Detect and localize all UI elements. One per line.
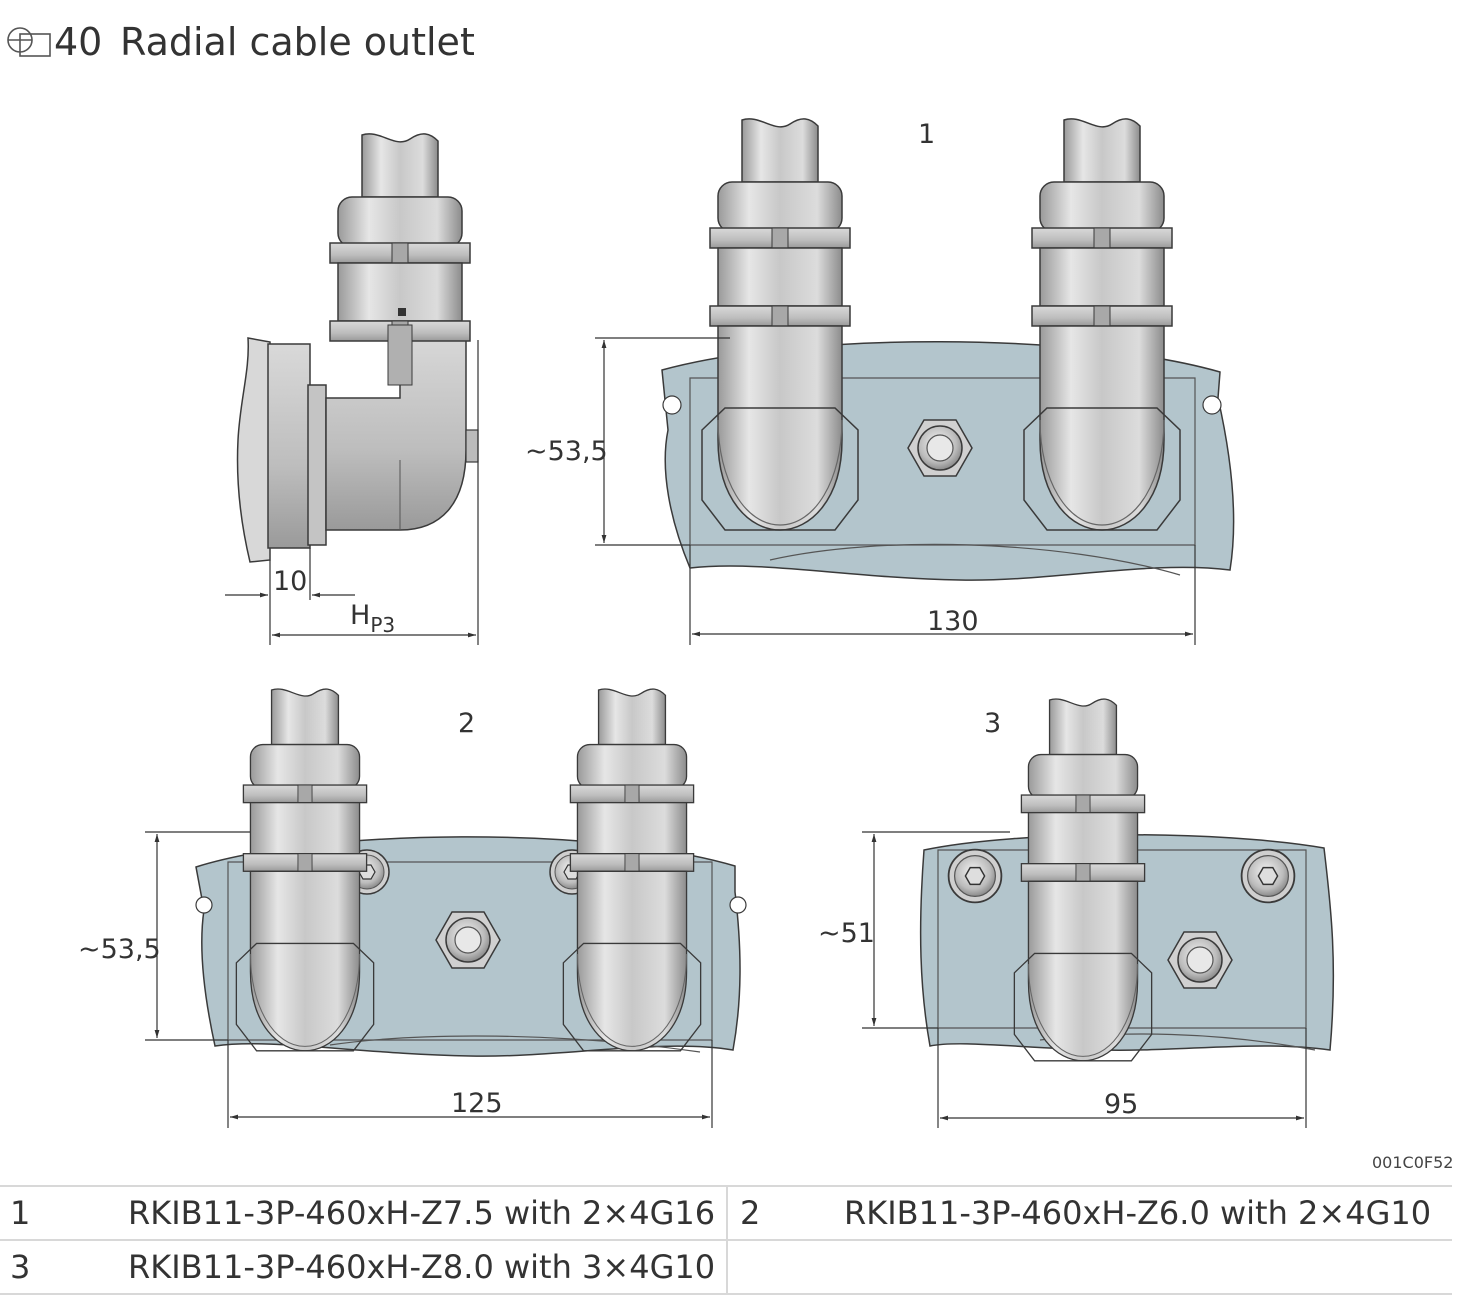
legend-number: 3 [10,1248,31,1286]
view3-width-label: 95 [1104,1089,1138,1120]
view1-height-label: ~53,5 [525,436,608,467]
legend-description: RKIB11-3P-460xH-Z7.5 with 2×4G16 [128,1194,716,1232]
callout-3: 3 [984,708,1001,739]
view1-width-label: 130 [927,606,979,637]
legend-number: 2 [726,1186,844,1240]
legend-description [844,1240,1452,1294]
legend-description: RKIB11-3P-460xH-Z6.0 with 2×4G10 [844,1194,1432,1232]
header-number: 40 [54,20,102,64]
callout-2: 2 [458,708,475,739]
legend-description: RKIB11-3P-460xH-Z8.0 with 3×4G10 [128,1248,716,1286]
dim-h-label: HP3 [350,600,395,637]
side-view: 10 HP3 [225,133,479,645]
view-3: 3 ~51 95 [818,698,1335,1128]
cable-outlet-symbol-icon [7,27,51,57]
view2-height-label: ~53,5 [78,934,161,965]
view2-width-label: 125 [451,1088,503,1119]
legend-number: 1 [10,1194,31,1232]
header: 40 Radial cable outlet [7,20,475,64]
legend-row: 3 RKIB11-3P-460xH-Z8.0 with 3×4G10 [0,1240,1452,1294]
legend-number [726,1240,844,1294]
dim-10-label: 10 [273,566,307,597]
callout-1: 1 [918,119,935,150]
page-title: Radial cable outlet [120,20,475,64]
image-code: 001C0F52 [1372,1153,1453,1172]
view3-height-label: ~51 [818,918,875,949]
legend-row: 1 RKIB11-3P-460xH-Z7.5 with 2×4G16 2 RKI… [0,1186,1452,1240]
view-2: 2 ~53,5 125 [78,688,747,1128]
legend-table: 1 RKIB11-3P-460xH-Z7.5 with 2×4G16 2 RKI… [0,1185,1452,1295]
view-1: 1 ~53,5 130 [525,118,1235,645]
